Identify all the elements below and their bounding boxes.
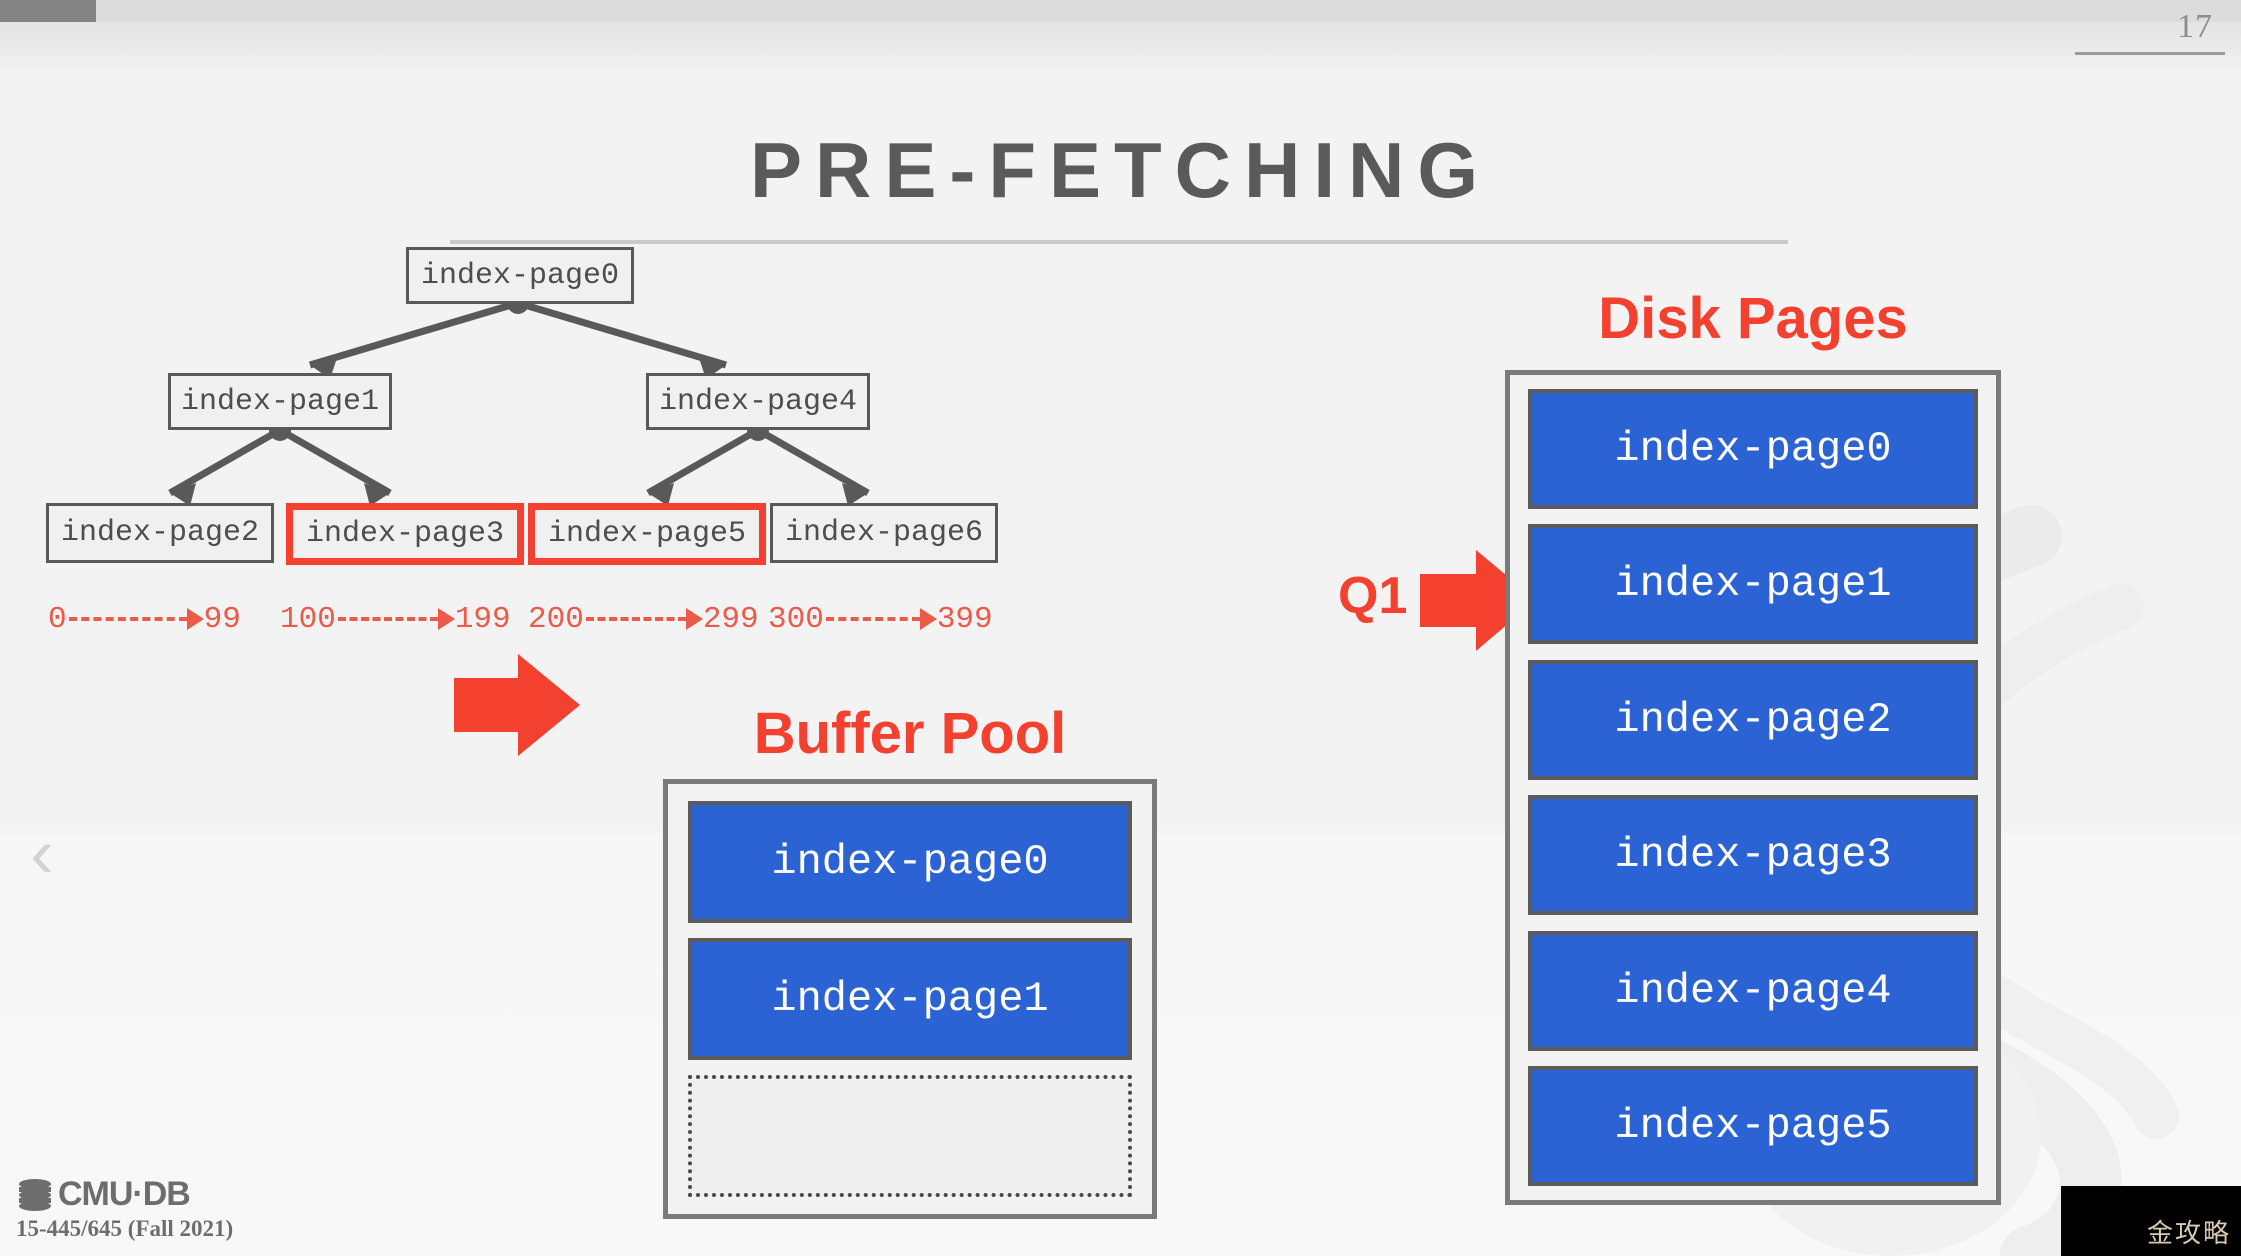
range-arrow-icon xyxy=(919,608,937,630)
range-arrow-icon xyxy=(437,608,455,630)
range-end: 299 xyxy=(702,601,759,637)
corner-watermark-text: 金攻略 xyxy=(2146,1218,2231,1248)
btree-node-label: index-page6 xyxy=(784,516,984,550)
page-number: 17 xyxy=(2177,8,2213,45)
range-arrow-icon xyxy=(186,608,204,630)
disk-page-slot-label: index-page0 xyxy=(1614,425,1892,473)
btree-node-internal-right: index-page4 xyxy=(646,373,870,430)
btree-node-root: index-page0 xyxy=(406,247,634,304)
title-underline xyxy=(450,240,1788,244)
range-dash xyxy=(825,617,920,621)
disk-page-slot[interactable]: index-page0 xyxy=(1528,389,1978,509)
range-dash xyxy=(585,617,686,621)
btree-diagram: index-page0 index-page1 index-page4 inde… xyxy=(0,247,1010,655)
btree-node-label: index-page4 xyxy=(658,384,858,419)
disk-page-slot-label: index-page4 xyxy=(1614,966,1892,1015)
range-start: 100 xyxy=(280,601,336,637)
buffer-pool-slot-label: index-page1 xyxy=(771,975,1049,1023)
chevron-left-icon[interactable]: ‹ xyxy=(30,814,54,892)
buffer-pool-container: index-page0 index-page1 xyxy=(663,779,1157,1219)
btree-node-label: index-page3 xyxy=(305,517,505,551)
video-progress-bar[interactable] xyxy=(0,0,2241,22)
btree-node-label: index-page0 xyxy=(420,258,620,293)
range-end: 99 xyxy=(203,601,241,637)
range-arrow-icon xyxy=(685,608,703,630)
btree-node-label: index-page2 xyxy=(60,516,260,550)
disk-page-slot[interactable]: index-page4 xyxy=(1528,930,1978,1051)
page-number-rule xyxy=(2075,52,2225,55)
buffer-pool-slot[interactable]: index-page0 xyxy=(688,801,1132,923)
range-dash xyxy=(337,617,438,621)
range-dash xyxy=(68,617,187,621)
range-start: 0 xyxy=(48,601,67,637)
buffer-pool-slot-label: index-page0 xyxy=(771,838,1049,886)
key-range-0: 0 99 xyxy=(48,598,241,640)
disk-page-slot[interactable]: index-page5 xyxy=(1528,1065,1978,1186)
query-label-text: Q1 xyxy=(1338,567,1408,625)
cmu-db-logo-text: CMU·DB xyxy=(58,1175,191,1213)
buffer-pool-slot[interactable]: index-page1 xyxy=(688,938,1132,1060)
course-label: 15-445/645 (Fall 2021) xyxy=(16,1216,234,1241)
disk-pages-container: index-page0 index-page1 index-page2 inde… xyxy=(1505,370,2001,1205)
query-arrow-icon xyxy=(1420,550,1536,651)
corner-watermark: 金攻略 xyxy=(2061,1186,2241,1256)
btree-leaf-page2: index-page2 xyxy=(46,503,274,563)
btree-leaf-page3: index-page3 xyxy=(286,503,524,565)
prefetch-arrow-icon xyxy=(454,654,580,756)
database-cylinder-icon xyxy=(19,1178,51,1211)
page-title: PRE-FETCHING xyxy=(750,126,1491,214)
key-range-labels: 0 99 100 199 200 299 300 399 xyxy=(0,598,1010,644)
disk-page-slot-label: index-page5 xyxy=(1614,1101,1892,1150)
disk-page-slot[interactable]: index-page1 xyxy=(1528,524,1978,645)
video-progress-fill xyxy=(0,0,96,22)
buffer-pool-slot-empty[interactable] xyxy=(688,1075,1132,1197)
btree-leaf-page6: index-page6 xyxy=(770,503,998,563)
btree-connectors xyxy=(168,292,870,506)
disk-page-slot-label: index-page1 xyxy=(1614,560,1892,609)
key-range-1: 100 199 xyxy=(280,598,511,640)
disk-page-slot[interactable]: index-page2 xyxy=(1528,659,1978,780)
disk-page-slot-label: index-page3 xyxy=(1614,831,1892,880)
disk-page-slot[interactable]: index-page3 xyxy=(1528,795,1978,916)
key-range-2: 200 299 xyxy=(528,598,759,640)
disk-pages-heading: Disk Pages xyxy=(1598,286,1908,351)
range-start: 300 xyxy=(768,601,824,637)
disk-page-slot-label: index-page2 xyxy=(1614,695,1892,744)
footer: CMU·DB 15-445/645 (Fall 2021) xyxy=(16,1175,233,1242)
query-label: Q1 xyxy=(1338,566,1407,626)
range-end: 199 xyxy=(454,601,511,637)
btree-leaf-page5: index-page5 xyxy=(528,503,766,565)
btree-node-label: index-page5 xyxy=(547,517,747,551)
range-end: 399 xyxy=(936,601,993,637)
key-range-3: 300 399 xyxy=(768,598,993,640)
range-start: 200 xyxy=(528,601,584,637)
btree-node-internal-left: index-page1 xyxy=(168,373,392,430)
btree-node-label: index-page1 xyxy=(180,384,380,419)
buffer-pool-heading: Buffer Pool xyxy=(753,701,1067,766)
